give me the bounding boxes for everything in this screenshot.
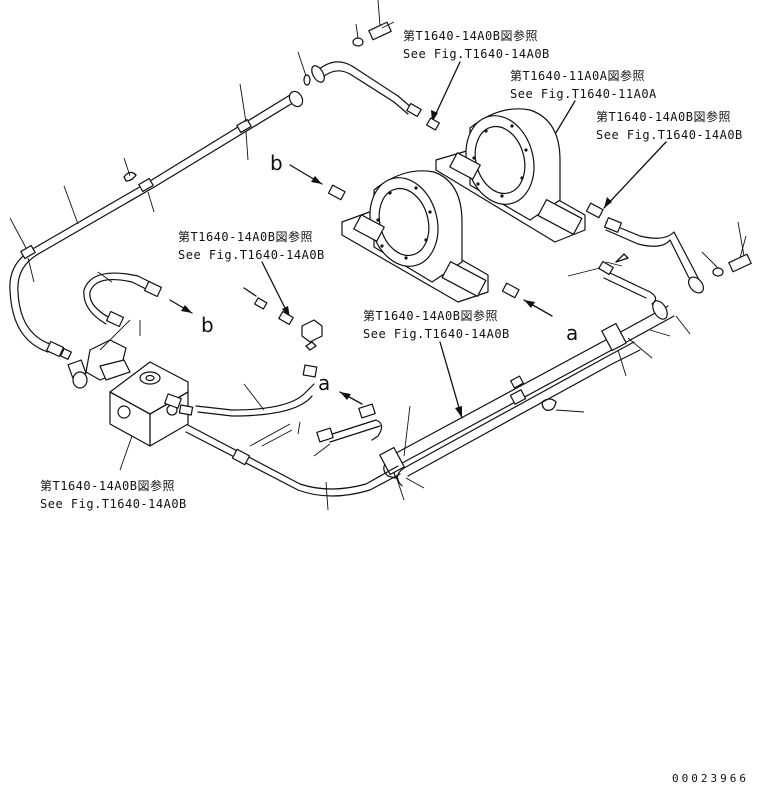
connection-arrows [169,164,553,405]
callout-2-jp: 第T1640-11A0A図参照 [510,68,645,83]
callout-6-jp: 第T1640-14A0B図参照 [40,478,175,493]
control-valve [67,339,194,447]
part-leaders [9,0,745,511]
callout-1-jp: 第T1640-14A0B図参照 [403,28,538,43]
document-number: 00023966 [672,772,749,785]
callout-3-en: See Fig.T1640-14A0B [596,128,743,142]
callout-6-en: See Fig.T1640-14A0B [40,497,187,511]
connection-label-b-left: b [201,313,214,337]
callout-5: 第T1640-14A0B図参照 See Fig.T1640-14A0B [363,308,510,341]
callout-2-en: See Fig.T1640-11A0A [510,87,657,101]
callout-4: 第T1640-14A0B図参照 See Fig.T1640-14A0B [178,229,325,262]
callout-4-jp: 第T1640-14A0B図参照 [178,229,313,244]
callout-1-en: See Fig.T1640-14A0B [403,47,550,61]
connection-label-a-center: a [318,371,330,395]
lower-pipe [185,423,401,497]
callout-2: 第T1640-11A0A図参照 See Fig.T1640-11A0A [510,68,657,101]
long-pipe-pair [379,253,675,487]
swivel-housing-rear [435,108,586,243]
callout-1: 第T1640-14A0B図参照 See Fig.T1640-14A0B [403,28,550,61]
connection-label-b-top: b [270,151,283,175]
callout-5-jp: 第T1640-14A0B図参照 [363,308,498,323]
connection-label-a-right: a [566,321,578,345]
center-hoses [83,272,383,443]
callout-5-en: See Fig.T1640-14A0B [363,327,510,341]
callout-4-en: See Fig.T1640-14A0B [178,248,325,262]
callout-3-jp: 第T1640-14A0B図参照 [596,109,731,124]
right-upper-hose [604,217,752,294]
callout-3: 第T1640-14A0B図参照 See Fig.T1640-14A0B [596,109,743,142]
upper-tube [303,21,440,131]
callout-6: 第T1640-14A0B図参照 See Fig.T1640-14A0B [40,478,187,511]
left-hose-loop [9,90,304,360]
swivel-housing-front [341,170,489,303]
housing-fittings [327,184,604,299]
